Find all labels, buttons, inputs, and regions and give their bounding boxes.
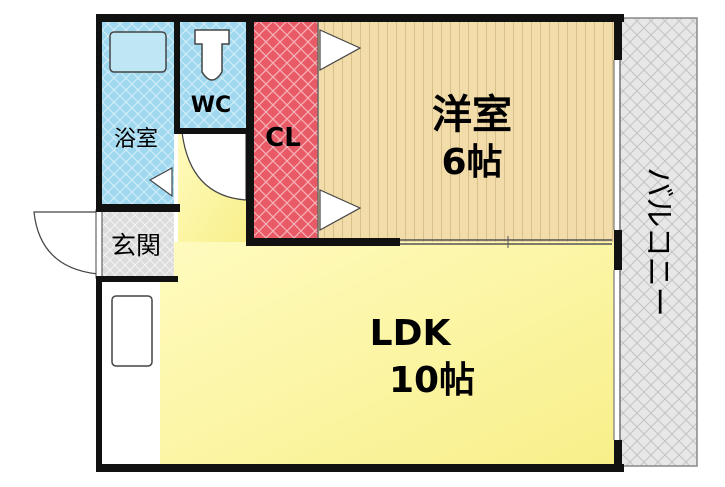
entrance-door-frame (95, 209, 103, 279)
toilet-label: WC (191, 93, 231, 118)
ldk-name: LDK (370, 313, 452, 354)
western-room-size: 6帖 (441, 142, 502, 183)
bathtub-icon (109, 31, 167, 73)
toilet-door-swing-icon (181, 131, 247, 201)
closet-door-icon (319, 189, 362, 232)
toilet-icon (194, 29, 230, 81)
bathroom-label: 浴室 (114, 127, 158, 152)
western-room-name: 洋室 (432, 92, 512, 138)
bathroom-door-icon (148, 166, 173, 198)
entrance-label: 玄関 (111, 231, 161, 260)
closet-door-icon (319, 29, 362, 72)
walls (96, 14, 624, 472)
kitchen-sink-icon (111, 295, 153, 367)
entrance-floor (102, 212, 174, 278)
closet-floor (250, 22, 318, 238)
ldk-size: 10帖 (389, 360, 475, 401)
balcony-area (619, 17, 698, 467)
balcony-label: バルコニー (641, 167, 676, 316)
entrance-door-swing-icon (33, 211, 99, 275)
western-room-floor (318, 22, 614, 242)
ldk-floor (160, 242, 614, 464)
closet-label: CL (265, 123, 301, 153)
